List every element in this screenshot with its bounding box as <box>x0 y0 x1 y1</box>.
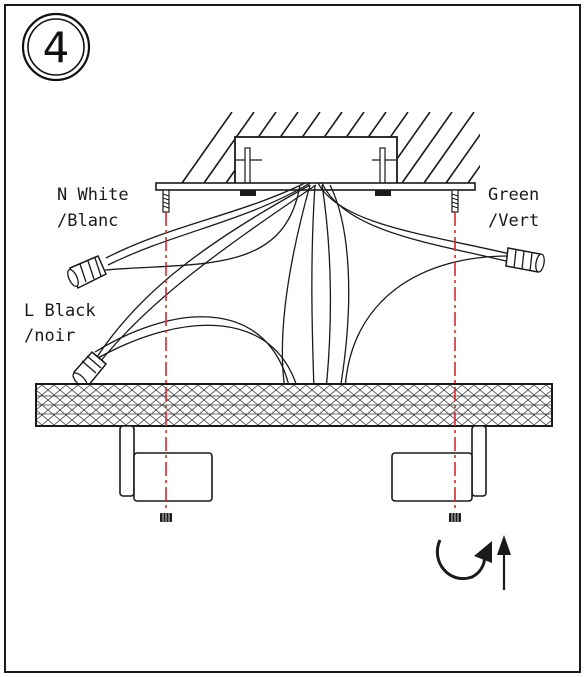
alignment-guides <box>165 212 456 512</box>
arrow-up-icon <box>497 535 511 590</box>
bracket-screw-left <box>162 189 170 213</box>
rotate-clockwise-arrow-icon <box>435 539 492 581</box>
label-neutral-line2: /Blanc <box>57 211 118 231</box>
step-number: 4 <box>43 23 70 72</box>
wires <box>94 182 513 391</box>
fixture-canopy <box>35 383 553 427</box>
wire-nut-neutral <box>67 255 107 290</box>
step-badge: 4 <box>21 12 91 82</box>
label-ground-line1: Green <box>488 185 539 205</box>
frame-border <box>4 4 581 673</box>
wire-nut-ground <box>505 247 545 273</box>
cap-nut-left <box>160 513 172 522</box>
spotlight-left <box>119 425 213 502</box>
bracket-screw-right <box>451 189 459 213</box>
label-neutral-line1: N White <box>57 185 129 205</box>
cap-nut-right <box>449 513 461 522</box>
label-ground-line2: /Vert <box>488 211 539 231</box>
spotlight-right <box>391 425 487 502</box>
label-live-line2: /noir <box>24 326 75 346</box>
label-live-line1: L Black <box>24 301 96 321</box>
